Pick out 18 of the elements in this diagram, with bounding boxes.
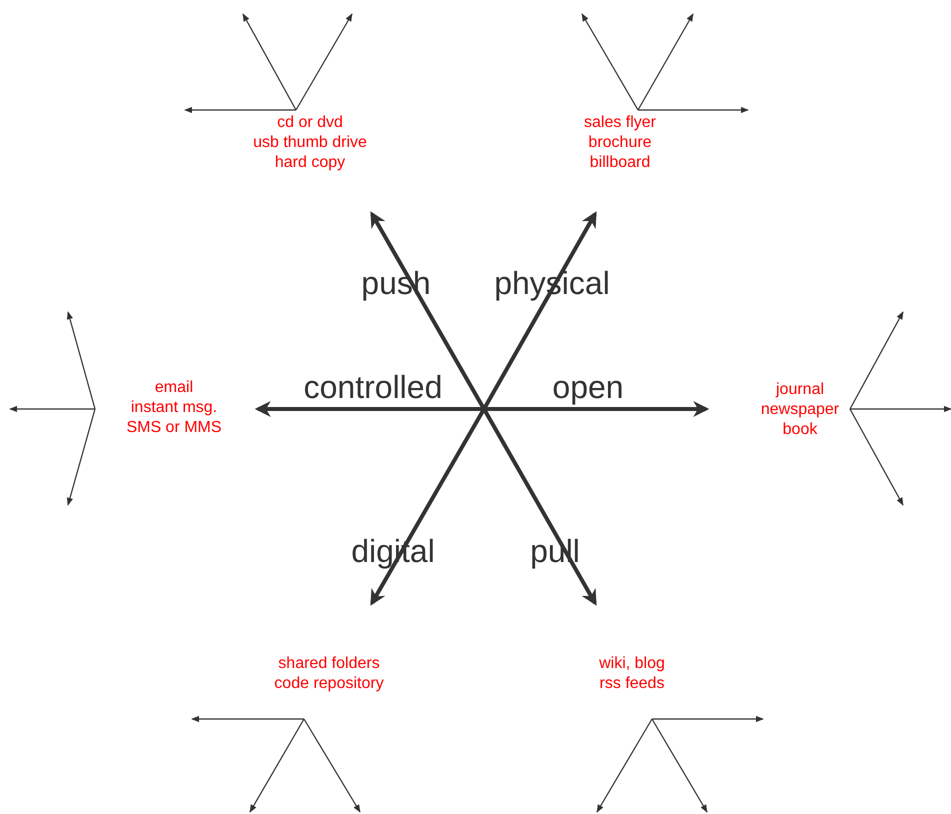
list-item: cd or dvd <box>277 115 343 131</box>
list-item: email <box>154 380 194 396</box>
axis-label: controlled <box>304 371 442 403</box>
list-item: sales flyer <box>584 115 656 131</box>
list-item: newspaper <box>760 402 840 418</box>
list-item: shared folders <box>278 656 380 672</box>
list-item: billboard <box>590 155 650 171</box>
list-item: journal <box>776 382 824 398</box>
axis-label: open <box>552 371 624 403</box>
list-item: usb thumb drive <box>253 135 367 151</box>
list-item: wiki, blog <box>599 656 665 672</box>
list-item: brochure <box>588 135 652 151</box>
list-item: instant msg. <box>130 400 218 416</box>
list-item: hard copy <box>274 155 346 171</box>
list-item: rss feeds <box>600 676 664 692</box>
list-item: SMS or MMS <box>126 420 222 436</box>
list-item: code repository <box>274 676 384 692</box>
list-item: book <box>782 422 818 438</box>
